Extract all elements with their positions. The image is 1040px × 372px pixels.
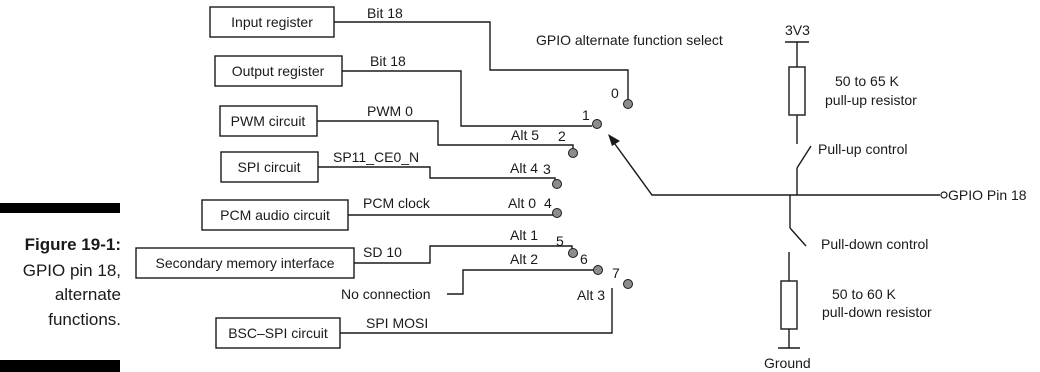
sd-signal-label: SD 10	[363, 244, 402, 260]
pwm-circuit-label: PWM circuit	[231, 113, 306, 129]
alt0-label: Alt 0	[508, 195, 536, 211]
output-register-box	[214, 55, 343, 87]
wire-output-register	[342, 70, 592, 127]
wire-pwm	[317, 120, 574, 150]
pcm-audio-box	[201, 199, 349, 231]
ground-label: Ground	[764, 355, 811, 371]
alt5-label: Alt 5	[511, 127, 539, 143]
wire-input-register	[334, 21, 629, 100]
contact-2	[568, 148, 578, 158]
wire-pcm	[348, 212, 556, 216]
selector-label: GPIO alternate function select	[536, 32, 723, 48]
caption-top-bar	[0, 203, 120, 213]
spi-signal-label: SP11_CE0_N	[333, 149, 419, 165]
position-6: 6	[580, 251, 588, 267]
contact-4	[552, 208, 562, 218]
position-0: 0	[611, 85, 619, 101]
pullup-desc: pull-up resistor	[825, 92, 917, 108]
contact-0	[623, 99, 633, 109]
supply-label: 3V3	[785, 22, 810, 38]
caption-line-3: functions.	[48, 310, 121, 329]
spi-circuit-label: SPI circuit	[237, 159, 300, 175]
output-bit-label: Bit 18	[370, 53, 406, 69]
position-7: 7	[612, 265, 620, 281]
pulldown-control-label: Pull-down control	[821, 236, 928, 252]
alt2-label: Alt 2	[510, 251, 538, 267]
position-3: 3	[543, 161, 551, 177]
pulldown-switch-blade	[789, 227, 807, 247]
contact-7	[623, 279, 633, 289]
wire-spi	[318, 166, 556, 182]
pullup-resistor	[788, 66, 806, 116]
pwm-signal-label: PWM 0	[367, 103, 413, 119]
pullup-switch-blade	[796, 145, 812, 169]
input-register-box	[209, 6, 335, 38]
output-register-label: Output register	[232, 63, 325, 79]
secondary-memory-box	[135, 247, 355, 279]
wire-secondary	[354, 245, 573, 264]
bsc-spi-box	[215, 317, 341, 349]
caption-line-2: alternate	[55, 285, 121, 304]
caption-bottom-bar	[0, 360, 120, 372]
selector-arm	[611, 139, 940, 196]
secondary-memory-label: Secondary memory interface	[156, 255, 335, 271]
position-2: 2	[558, 128, 566, 144]
contact-1	[592, 119, 602, 129]
contact-5	[568, 248, 578, 258]
position-4: 4	[544, 195, 552, 211]
pullup-control-label: Pull-up control	[818, 141, 908, 157]
figure-number: Figure 19-1:	[25, 235, 121, 254]
pcm-audio-label: PCM audio circuit	[220, 207, 330, 223]
pullup-value: 50 to 65 K	[835, 73, 899, 89]
spi-mosi-label: SPI MOSI	[366, 315, 428, 331]
pulldown-resistor	[780, 280, 798, 330]
bsc-spi-label: BSC–SPI circuit	[228, 325, 328, 341]
position-5: 5	[556, 233, 564, 249]
position-1: 1	[582, 107, 590, 123]
no-connection-label: No connection	[341, 286, 431, 302]
input-register-label: Input register	[231, 14, 313, 30]
wire-no-connection	[447, 269, 598, 295]
wire-bsc-spi	[340, 288, 613, 334]
caption-line-1: GPIO pin 18,	[23, 261, 121, 280]
pcm-signal-label: PCM clock	[363, 195, 431, 211]
pulldown-value: 50 to 60 K	[832, 286, 896, 302]
pulldown-desc: pull-down resistor	[822, 304, 932, 320]
input-bit-label: Bit 18	[367, 5, 403, 21]
selector-arrow-icon	[608, 134, 620, 146]
gpio-pin-label: GPIO Pin 18	[948, 187, 1027, 203]
pin-terminal	[940, 191, 948, 199]
alt1-label: Alt 1	[510, 227, 538, 243]
alt3-label: Alt 3	[577, 287, 605, 303]
contact-3	[552, 179, 562, 189]
pwm-circuit-box	[219, 105, 318, 137]
alt4-label: Alt 4	[510, 160, 538, 176]
contact-6	[593, 265, 603, 275]
